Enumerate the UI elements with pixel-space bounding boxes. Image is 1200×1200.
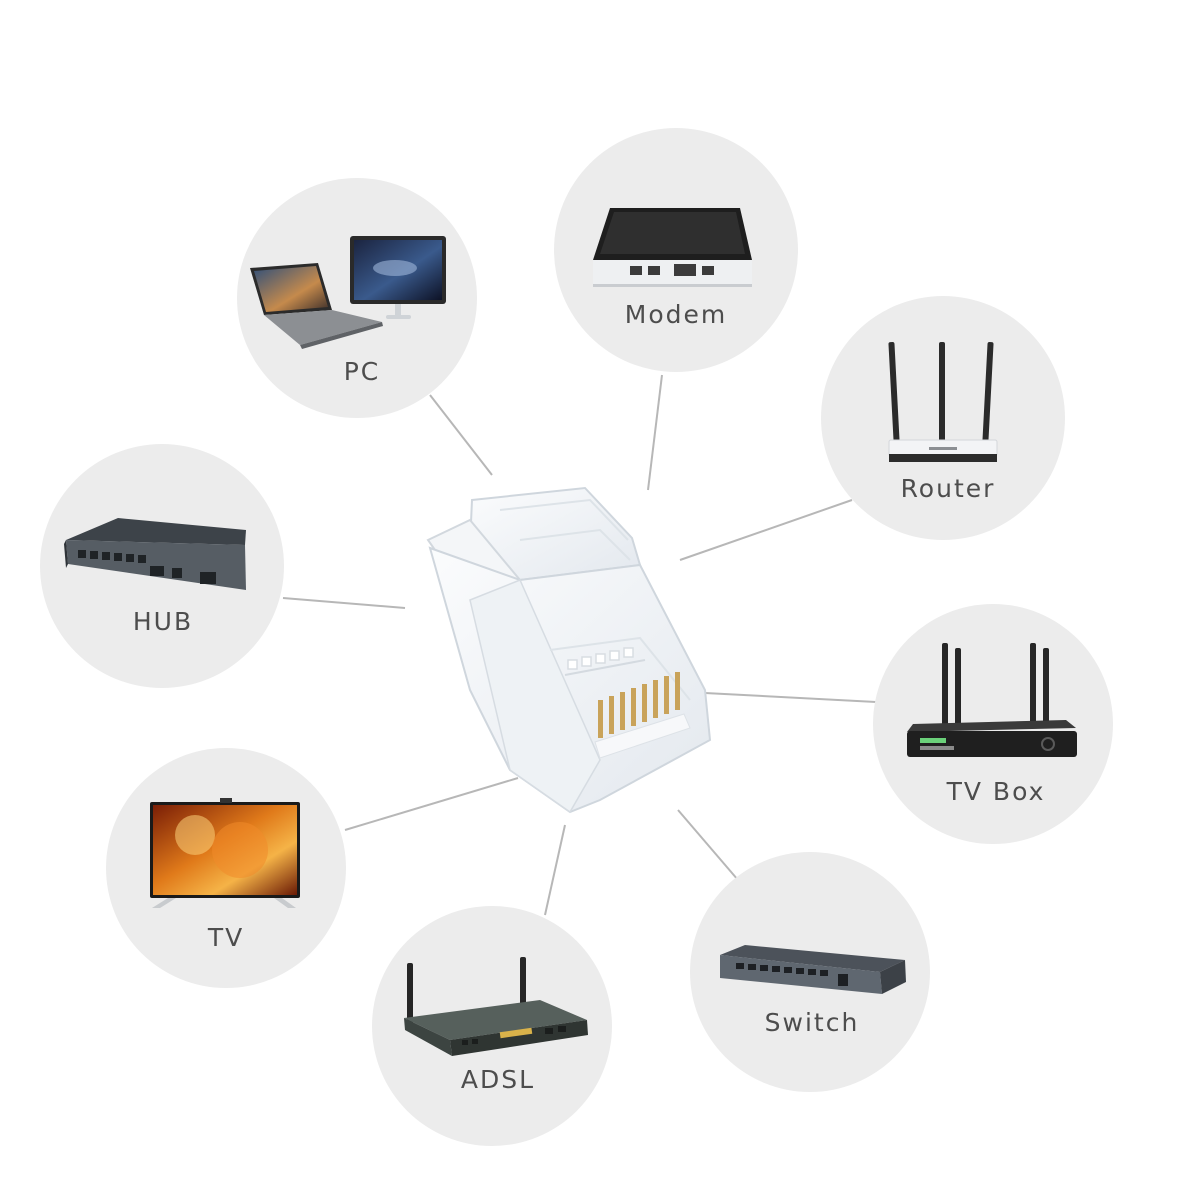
node-router-label: Router [901, 474, 996, 503]
line-hub [282, 597, 406, 609]
node-switch: Switch [690, 852, 930, 1092]
rj45-pins [598, 672, 680, 738]
node-hub-label: HUB [133, 607, 193, 636]
node-adsl-label: ADSL [461, 1065, 535, 1094]
node-pc: PC [237, 178, 477, 418]
node-adsl: ADSL [372, 906, 612, 1146]
node-pc-label: PC [344, 357, 381, 386]
hub-icon [64, 518, 246, 590]
line-pc [429, 394, 493, 476]
node-modem-label: Modem [625, 300, 727, 329]
node-modem: Modem [554, 128, 798, 372]
node-hub: HUB [40, 444, 284, 688]
modem-icon [593, 208, 752, 287]
line-tvbox [704, 692, 877, 703]
tv-icon [150, 798, 300, 908]
node-tvbox-label: TV Box [946, 777, 1046, 806]
node-tv-label: TV [207, 923, 244, 952]
router-icon [888, 342, 998, 462]
node-switch-label: Switch [765, 1008, 860, 1037]
line-tv [344, 777, 519, 831]
line-router [679, 499, 853, 561]
node-tvbox: TV Box [873, 604, 1113, 844]
node-tv: TV [106, 748, 346, 988]
line-modem [647, 374, 663, 491]
adsl-router-icon [404, 957, 588, 1056]
tv-box-icon [907, 643, 1077, 757]
pc-laptop-monitor-icon [250, 236, 446, 349]
node-router: Router [821, 296, 1065, 540]
line-switch [677, 809, 739, 881]
connector-lines [282, 374, 877, 916]
line-adsl [544, 824, 566, 916]
switch-icon [720, 945, 906, 994]
rj45-connector-icon [426, 486, 712, 814]
